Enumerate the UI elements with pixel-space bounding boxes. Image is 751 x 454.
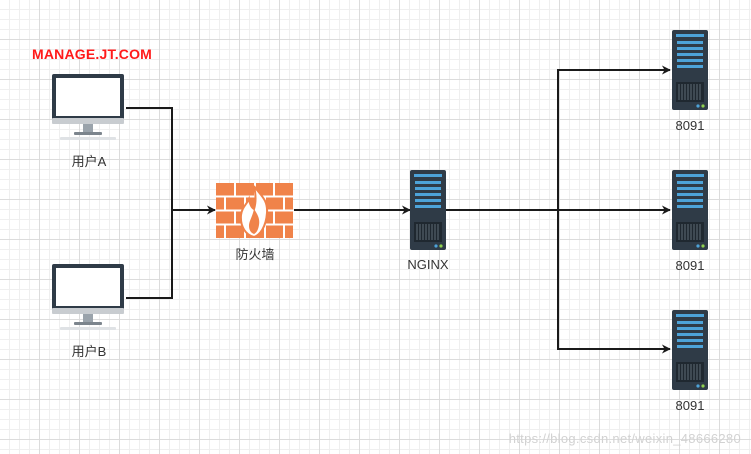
server-3-label: 8091 xyxy=(675,398,705,413)
user-a-label: 用户A xyxy=(71,154,107,169)
connectors xyxy=(126,65,671,354)
site-label: MANAGE.JT.COM xyxy=(32,46,153,62)
user-b-monitor-icon[interactable] xyxy=(52,264,124,330)
nginx-label: NGINX xyxy=(407,257,449,272)
user-a-monitor-icon[interactable] xyxy=(52,74,124,140)
server-1-label: 8091 xyxy=(675,118,705,133)
server-3-icon[interactable] xyxy=(671,309,709,391)
server-2-icon[interactable] xyxy=(671,169,709,251)
connector-to-server-3 xyxy=(557,210,671,354)
connector-user-b xyxy=(126,210,173,299)
watermark: https://blog.csdn.net/weixin_48666280 xyxy=(508,431,741,446)
user-b-label: 用户B xyxy=(71,344,107,359)
connector-user-a xyxy=(126,107,173,210)
firewall-icon[interactable] xyxy=(216,183,293,239)
server-2-label: 8091 xyxy=(675,258,705,273)
firewall-label: 防火墙 xyxy=(235,247,275,262)
nginx-server-icon[interactable] xyxy=(409,169,447,251)
connector-to-server-1 xyxy=(557,65,671,210)
server-1-icon[interactable] xyxy=(671,29,709,111)
